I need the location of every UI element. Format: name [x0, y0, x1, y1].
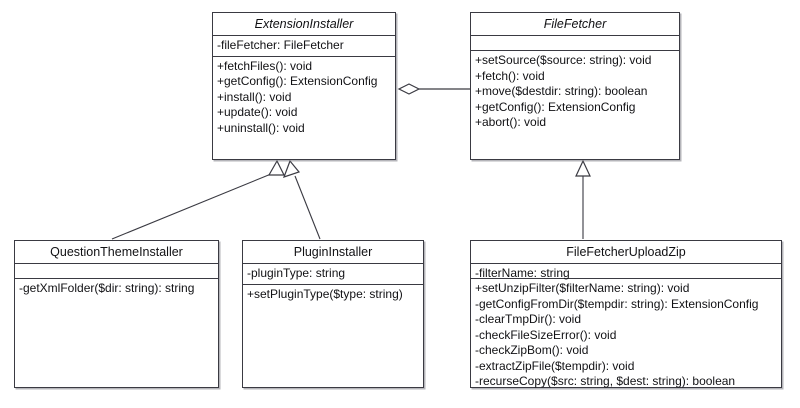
class-name-file-fetcher: FileFetcher — [471, 13, 679, 36]
class-box-file-fetcher[interactable]: FileFetcher +setSource($source: string):… — [470, 12, 680, 160]
class-box-extension-installer[interactable]: ExtensionInstaller -fileFetcher: FileFet… — [212, 12, 396, 160]
operation-row: -getConfigFromDir($tempdir: string): Ext… — [475, 296, 759, 311]
operation-row: -getXmlFolder($dir: string): string — [19, 281, 195, 295]
edge-aggregation-extensioninstaller-filefetcher — [397, 83, 470, 95]
class-box-plugin-installer[interactable]: PluginInstaller -pluginType: string +set… — [242, 240, 424, 388]
class-attributes-extension-installer: -fileFetcher: FileFetcher — [213, 36, 395, 57]
operation-row: +uninstall(): void — [217, 120, 305, 135]
operation-row: +setPluginType($type: string) — [247, 286, 403, 301]
operation-row: +getConfig(): ExtensionConfig — [475, 99, 636, 114]
class-name-question-theme-installer: QuestionThemeInstaller — [15, 241, 218, 264]
class-attributes-question-theme-installer — [15, 264, 218, 279]
class-operations-question-theme-installer: -getXmlFolder($dir: string): string — [15, 279, 218, 387]
operation-row: +setSource($source: string): void — [475, 53, 652, 67]
operation-row: +setUnzipFilter($filterName: string): vo… — [475, 281, 690, 295]
class-box-file-fetcher-upload-zip[interactable]: FileFetcherUploadZip -filterName: string… — [470, 240, 782, 388]
class-attributes-plugin-installer: -pluginType: string — [243, 264, 423, 285]
attribute-row: -filterName: string — [475, 266, 570, 280]
operation-row: +getConfig(): ExtensionConfig — [217, 74, 378, 88]
operation-row: -checkFileSizeError(): void — [475, 327, 617, 342]
attribute-row: -pluginType: string — [247, 266, 346, 280]
class-operations-plugin-installer: +setPluginType($type: string) — [243, 285, 423, 388]
edge-generalization-filefetcheruploadzip-filefetcher — [575, 159, 591, 239]
class-operations-extension-installer: +fetchFiles(): void +getConfig(): Extens… — [213, 57, 395, 160]
class-box-question-theme-installer[interactable]: QuestionThemeInstaller -getXmlFolder($di… — [14, 240, 219, 388]
operation-row: -checkZipBom(): void — [475, 343, 589, 357]
edge-generalization-plugininstaller-extensioninstaller — [282, 159, 321, 240]
operation-row: +fetch(): void — [475, 68, 545, 83]
operation-row: +move($destdir: string): boolean — [475, 84, 648, 98]
class-operations-file-fetcher: +setSource($source: string): void +fetch… — [471, 51, 679, 159]
operation-row: -extractZipFile($tempdir): void — [475, 358, 635, 373]
operation-row: +fetchFiles(): void — [217, 58, 313, 73]
operation-row: +update(): void — [217, 105, 298, 119]
class-operations-file-fetcher-upload-zip: +setUnzipFilter($filterName: string): vo… — [471, 279, 781, 393]
class-attributes-file-fetcher-upload-zip: -filterName: string — [471, 264, 781, 280]
class-name-plugin-installer: PluginInstaller — [243, 241, 423, 264]
operation-row: +install(): void — [217, 89, 292, 104]
edge-generalization-questionthemeinstaller-extensioninstaller — [111, 159, 285, 240]
operation-row: -clearTmpDir(): void — [475, 312, 582, 326]
class-name-extension-installer: ExtensionInstaller — [213, 13, 395, 36]
attribute-row: -fileFetcher: FileFetcher — [217, 38, 344, 52]
operation-row: +abort(): void — [475, 115, 547, 129]
operation-row: -recurseCopy($src: string, $dest: string… — [475, 374, 736, 388]
class-name-file-fetcher-upload-zip: FileFetcherUploadZip — [471, 241, 781, 264]
class-attributes-file-fetcher — [471, 36, 679, 51]
